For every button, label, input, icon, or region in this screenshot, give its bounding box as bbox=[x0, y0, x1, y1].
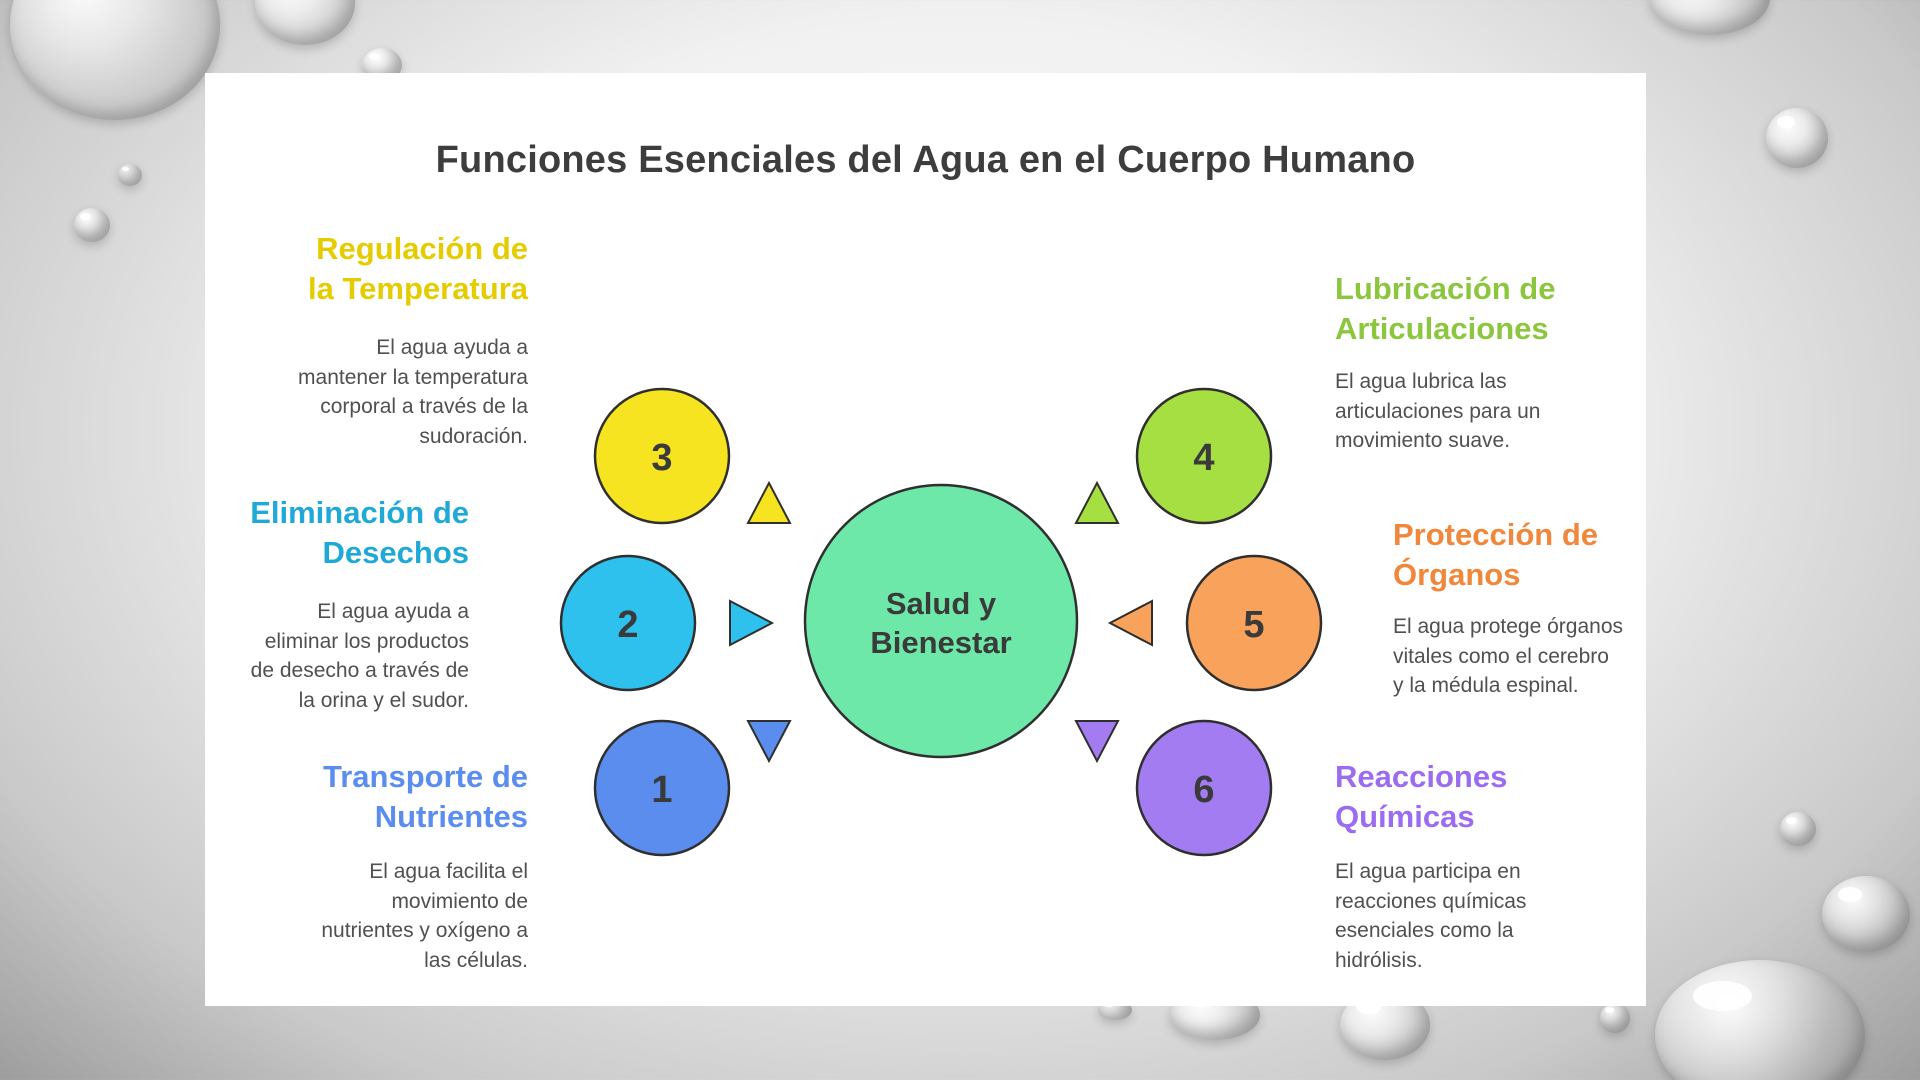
water-drop-decoration bbox=[1655, 960, 1865, 1080]
circle-6-number: 6 bbox=[1193, 769, 1214, 811]
item-heading-6: Reacciones Químicas bbox=[1335, 757, 1655, 837]
water-drop-decoration bbox=[1600, 1003, 1630, 1033]
center-label-line-2: Bienestar bbox=[870, 625, 1011, 660]
water-drop-decoration bbox=[10, 0, 220, 120]
circle-3 bbox=[593, 387, 731, 525]
item-heading-4: Lubricación de Articulaciones bbox=[1335, 269, 1655, 349]
water-drop-decoration bbox=[1822, 876, 1910, 952]
circle-2 bbox=[559, 554, 697, 692]
item-description-1: El agua facilita el movimiento de nutrie… bbox=[321, 860, 528, 972]
diagram-canvas: Salud y Bienestar 3 2 1 4 5 6 bbox=[559, 387, 1323, 857]
item-heading-2-line-2: Desechos bbox=[322, 535, 469, 570]
item-heading-6-line-1: Reacciones bbox=[1335, 759, 1508, 794]
item-heading-5-line-2: Órganos bbox=[1393, 557, 1521, 592]
item-heading-1: Transporte de Nutrientes bbox=[205, 757, 528, 837]
item-heading-1-line-1: Transporte de bbox=[323, 759, 528, 794]
item-heading-5-line-1: Protección de bbox=[1393, 517, 1598, 552]
item-heading-2-line-1: Eliminación de bbox=[250, 495, 469, 530]
circle-5 bbox=[1185, 554, 1323, 692]
item-description-6: El agua participa en reacciones químicas… bbox=[1335, 860, 1527, 972]
item-heading-2: Eliminación de Desechos bbox=[205, 493, 469, 573]
circle-2-number: 2 bbox=[617, 604, 638, 646]
arrow-2-icon bbox=[729, 599, 775, 647]
item-heading-3-line-1: Regulación de bbox=[316, 231, 528, 266]
circle-1-number: 1 bbox=[651, 769, 672, 811]
arrow-4-icon bbox=[1074, 480, 1120, 524]
circle-4 bbox=[1135, 387, 1273, 525]
item-description-5: El agua protege órganos vitales como el … bbox=[1393, 615, 1624, 697]
arrow-3-icon bbox=[746, 480, 792, 524]
slide-panel: Funciones Esenciales del Agua en el Cuer… bbox=[205, 73, 1646, 1006]
circle-5-number: 5 bbox=[1243, 604, 1264, 646]
item-heading-4-line-1: Lubricación de bbox=[1335, 271, 1556, 306]
item-description-3: El agua ayuda a mantener la temperatura … bbox=[298, 336, 528, 448]
water-drop-decoration bbox=[255, 0, 355, 45]
water-drop-decoration bbox=[1780, 812, 1816, 846]
item-heading-5: Protección de Órganos bbox=[1393, 515, 1713, 595]
water-drop-decoration bbox=[1650, 0, 1770, 35]
circle-4-number: 4 bbox=[1193, 437, 1214, 479]
water-drop-decoration bbox=[74, 208, 110, 242]
arrow-1-icon bbox=[746, 720, 792, 764]
circle-6 bbox=[1135, 719, 1273, 857]
item-heading-6-line-2: Químicas bbox=[1335, 799, 1475, 834]
item-heading-3-line-2: la Temperatura bbox=[308, 271, 528, 306]
water-drop-decoration bbox=[1766, 108, 1828, 168]
center-circle bbox=[803, 483, 1079, 759]
item-heading-1-line-2: Nutrientes bbox=[374, 799, 528, 834]
item-description-2: El agua ayuda a eliminar los productos d… bbox=[250, 600, 469, 712]
item-heading-3: Regulación de la Temperatura bbox=[205, 229, 528, 309]
arrow-5-icon bbox=[1107, 599, 1153, 647]
circle-3-number: 3 bbox=[651, 437, 672, 479]
circle-1 bbox=[593, 719, 731, 857]
center-label-line-1: Salud y bbox=[886, 586, 997, 621]
water-drop-decoration bbox=[118, 164, 142, 186]
item-heading-4-line-2: Articulaciones bbox=[1335, 311, 1549, 346]
item-description-4: El agua lubrica las articulaciones para … bbox=[1335, 370, 1541, 452]
page-title: Funciones Esenciales del Agua en el Cuer… bbox=[435, 139, 1416, 181]
arrow-6-icon bbox=[1074, 720, 1120, 764]
